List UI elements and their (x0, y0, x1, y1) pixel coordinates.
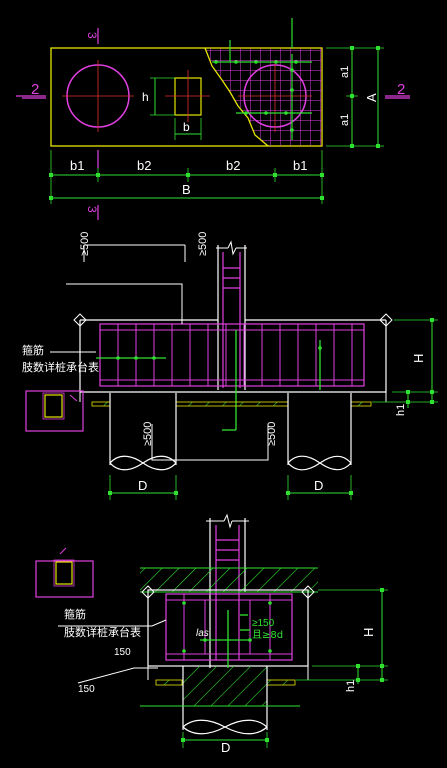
dim-label-H-2-2: H (411, 354, 426, 363)
dim-label-a1-bottom: a1 (339, 114, 351, 126)
dim-label-D-left-2-2: D (138, 478, 147, 493)
dim-label-a1-top: a1 (339, 66, 351, 78)
pile-3-3 (182, 666, 268, 735)
section-2-2: ≥500 ≥500 (22, 232, 438, 500)
note-stirrup-3-3: 箍筋 (64, 607, 86, 621)
note-stirrup-legs-3-3: 肢数详桩承台表 (64, 625, 141, 639)
dim-label-h1-3-3: h1 (345, 680, 357, 692)
label-150-bottom: 150 (78, 684, 95, 695)
section-mark-2-left: 2 (31, 81, 39, 98)
section-3-3: ≥150 且≥8d las 箍筋 肢数详桩承台表 150 150 (35, 513, 388, 755)
dim-label-b1-left: b1 (70, 158, 84, 173)
section-mark-3-top: 3 (85, 32, 99, 39)
pile-right-2-2 (287, 393, 352, 471)
stirrup-inset-2-2 (25, 390, 84, 432)
dim-label-B: B (182, 182, 191, 197)
label-150-top: 150 (114, 647, 131, 658)
dim-label-h1-2-2: h1 (395, 404, 407, 416)
dim-label-h: h (142, 90, 149, 104)
dim-label-b2-right: b2 (226, 158, 240, 173)
break-line-plan (204, 47, 269, 147)
plan-view: 2 2 3 3 h b b1 b2 b2 b1 B (16, 18, 410, 220)
label-ge500-right: ≥500 (197, 232, 209, 256)
dim-label-D-3-3: D (221, 740, 230, 755)
label-ge8d: 且≥8d (252, 629, 283, 641)
dim-label-b2-left: b2 (137, 158, 151, 173)
pile-left-2-2 (109, 393, 177, 471)
label-las: las (196, 628, 209, 639)
dim-label-A: A (364, 93, 379, 102)
cap-outline-2-2 (79, 319, 387, 393)
section-mark-3-bottom: 3 (85, 206, 99, 213)
note-stirrup-2-2: 箍筋 (22, 343, 44, 357)
dim-label-D-right-2-2: D (314, 478, 323, 493)
label-ge150: ≥150 (252, 618, 275, 629)
note-stirrup-legs-2-2: 肢数详桩承台表 (22, 360, 99, 374)
stirrup-inset-3-3 (35, 560, 94, 598)
dim-label-H-3-3: H (361, 628, 376, 637)
section-mark-2-right: 2 (397, 81, 405, 98)
dim-label-b: b (183, 120, 190, 134)
label-ge500-pile-left: ≥500 (142, 422, 154, 446)
dim-label-b1-right: b1 (293, 158, 307, 173)
label-ge500-left: ≥500 (79, 232, 91, 256)
label-ge500-pile-right: ≥500 (266, 422, 278, 446)
